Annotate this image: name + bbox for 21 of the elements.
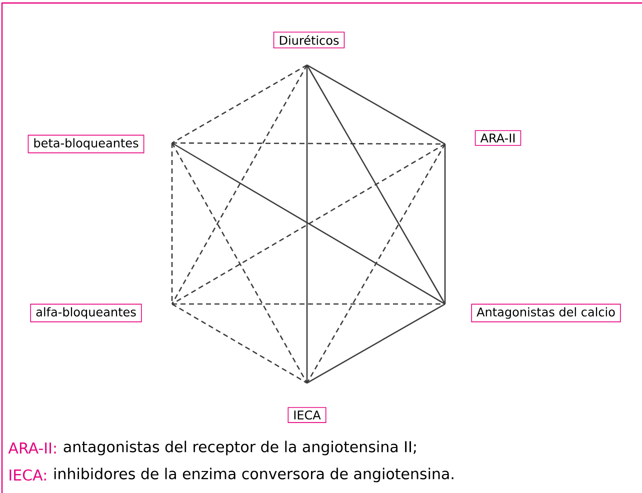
- abbreviation: ARA-II:: [8, 442, 56, 454]
- footnote-text: inhibidores de la enzima conversora de angiotensina.: [54, 468, 454, 482]
- connector-line: [306, 64, 446, 145]
- connector-line: [306, 65, 308, 383]
- drug-box: Antagonistas del calcio: [471, 304, 621, 322]
- connector-line: [172, 64, 308, 144]
- footnote-text: antagonistas del receptor de la angiotensina II;: [64, 440, 416, 456]
- drug-box: alfa-bloqueantes: [30, 304, 142, 322]
- drug-box: beta-bloqueantes: [28, 134, 144, 154]
- connector-line: [306, 303, 446, 384]
- abbreviation: IECA:: [10, 469, 46, 481]
- drug-box: IECA: [288, 407, 326, 423]
- connector-line: [306, 64, 446, 304]
- connector-line: [171, 64, 308, 304]
- connector-line: [306, 144, 446, 384]
- connector-line: [172, 303, 308, 384]
- connector-line: [444, 144, 446, 304]
- drug-box: ARA-II: [474, 130, 522, 146]
- drug-box: Diuréticos: [273, 32, 345, 48]
- connector-line: [171, 142, 308, 384]
- connector-line: [171, 143, 173, 304]
